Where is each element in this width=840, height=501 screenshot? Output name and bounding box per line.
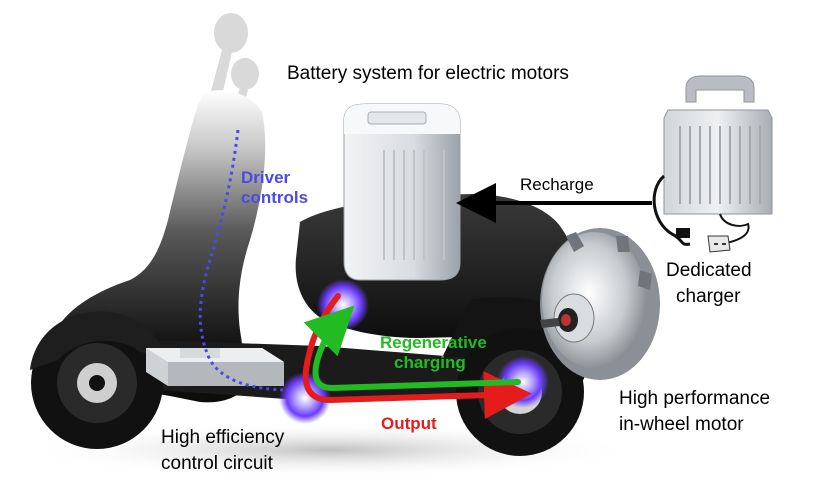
control-circuit-label: High efficiency control circuit: [161, 425, 284, 477]
recharge-label: Recharge: [520, 175, 594, 194]
high-performance-line1: High performance: [619, 388, 771, 409]
driver-controls-label: Driver controls: [241, 168, 308, 208]
high-performance-motor-label: High performance in-wheel motor: [619, 386, 770, 438]
node-glow-upper: [317, 279, 369, 331]
driver-controls-line2: controls: [241, 188, 309, 207]
battery-system-label: Battery system for electric motors: [287, 63, 569, 84]
driver-controls-line: [198, 129, 291, 392]
control-circuit-box: [146, 348, 284, 386]
control-circuit-line1: High efficiency: [161, 427, 285, 448]
control-circuit-line2: control circuit: [161, 453, 273, 474]
dedicated-charger-line2: charger: [676, 286, 741, 307]
output-label: Output: [381, 414, 437, 433]
mirrors: [210, 13, 259, 110]
dedicated-charger-label: Dedicated charger: [666, 258, 752, 310]
in-wheel-motor: [540, 228, 660, 380]
regenerative-charging-label: Regenerative charging: [380, 333, 487, 373]
regenerative-line2: charging: [394, 353, 466, 372]
regenerative-flow-arrow: [303, 305, 521, 391]
front-fender: [30, 311, 164, 370]
dedicated-charger-line1: Dedicated: [666, 260, 752, 281]
battery-pack: [343, 103, 461, 281]
high-performance-line2: in-wheel motor: [619, 414, 744, 435]
regenerative-line1: Regenerative: [380, 333, 487, 352]
charger-unit: [652, 75, 773, 253]
driver-controls-line1: Driver: [241, 168, 291, 187]
